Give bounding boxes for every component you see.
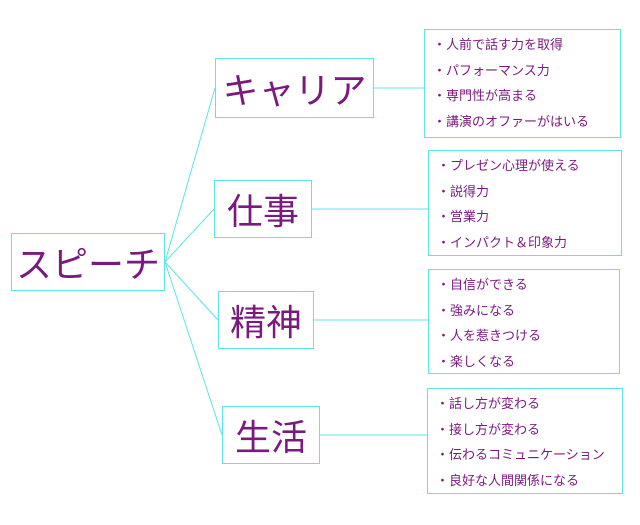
list-item: 営業力: [437, 205, 615, 231]
branch-node-life: 生活: [222, 406, 320, 464]
branch-node-label: キャリア: [222, 71, 367, 112]
connector-root-career: [164, 87, 216, 263]
list-item: 説得力: [437, 180, 615, 206]
list-item: パフォーマンス力: [433, 59, 614, 85]
list-item: 良好な人間関係になる: [436, 469, 616, 495]
list-item: 話し方が変わる: [436, 392, 616, 418]
detail-list: 人前で話す力を取得 パフォーマンス力 専門性が高まる 講演のオファーがはいる: [433, 33, 614, 135]
list-item: 強みになる: [437, 299, 613, 325]
connector-root-work: [164, 208, 215, 263]
detail-box-mind: 自信ができる 強みになる 人を惹きつける 楽しくなる: [428, 269, 620, 374]
branch-node-career: キャリア: [215, 58, 374, 118]
branch-node-work: 仕事: [214, 180, 312, 238]
list-item: 自信ができる: [437, 273, 613, 299]
list-item: 専門性が高まる: [433, 84, 614, 110]
branch-node-mind: 精神: [218, 291, 314, 349]
list-item: プレゼン心理が使える: [437, 154, 615, 180]
list-item: 講演のオファーがはいる: [433, 110, 614, 136]
list-item: 楽しくなる: [437, 350, 613, 376]
root-node-label: スピーチ: [15, 245, 160, 286]
detail-list: 話し方が変わる 接し方が変わる 伝わるコミュニケーション 良好な人間関係になる: [436, 392, 616, 494]
detail-list: 自信ができる 強みになる 人を惹きつける 楽しくなる: [437, 273, 613, 375]
branch-node-label: 生活: [234, 418, 307, 459]
branch-node-label: 仕事: [226, 192, 299, 233]
list-item: 伝わるコミュニケーション: [436, 443, 616, 469]
detail-list: プレゼン心理が使える 説得力 営業力 インパクト＆印象力: [437, 154, 615, 256]
connector-root-mind: [164, 261, 219, 321]
root-node: スピーチ: [11, 233, 165, 291]
list-item: 接し方が変わる: [436, 418, 616, 444]
list-item: 人前で話す力を取得: [433, 33, 614, 59]
list-item: 人を惹きつける: [437, 324, 613, 350]
detail-box-work: プレゼン心理が使える 説得力 営業力 インパクト＆印象力: [428, 150, 622, 256]
branch-node-label: 精神: [229, 303, 302, 344]
detail-box-career: 人前で話す力を取得 パフォーマンス力 専門性が高まる 講演のオファーがはいる: [424, 29, 621, 138]
connector-root-life: [164, 261, 223, 436]
detail-box-life: 話し方が変わる 接し方が変わる 伝わるコミュニケーション 良好な人間関係になる: [427, 388, 623, 494]
list-item: インパクト＆印象力: [437, 231, 615, 257]
